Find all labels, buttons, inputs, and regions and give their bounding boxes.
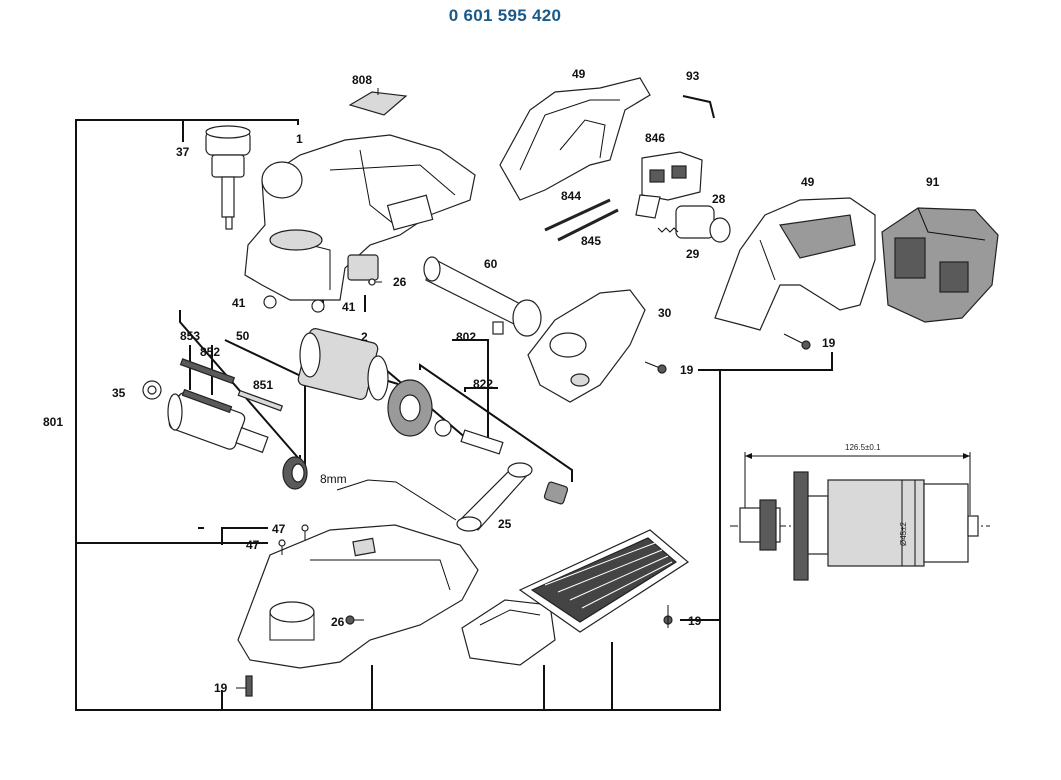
label-801: 801 [43,415,63,429]
part-41-nut-a [263,295,277,309]
part-base-housing [237,524,479,669]
label-47-a: 47 [272,522,286,536]
label-19-c: 19 [214,681,228,695]
part-49-upper-cover [499,77,651,201]
label-808: 808 [352,73,372,87]
label-35: 35 [112,386,126,400]
part-19-screw-d [663,605,673,628]
part-35-bearing [142,380,162,400]
part-37-depth-knob [205,125,251,230]
part-49-handle [714,197,876,331]
label-25: 25 [498,517,512,531]
part-41-nut-b [311,299,325,313]
part-2-motor [297,328,399,401]
label-93: 93 [686,69,700,83]
part-sole-plate [518,529,690,633]
part-845-wire [557,208,619,242]
label-60: 60 [484,257,498,271]
part-8mm-pulley [282,456,308,490]
part-853-blade [179,358,236,385]
belt-guide-line [336,479,457,521]
label-844: 844 [561,189,581,203]
part-fan [387,379,433,437]
label-26-b: 26 [331,615,345,629]
label-30: 30 [658,306,672,320]
motor-detail-drawing [730,452,990,581]
label-19-a: 19 [822,336,836,350]
label-47-b: 47 [246,538,260,552]
part-50-cutter-drum [167,392,269,454]
label-802: 802 [456,330,476,344]
part-base-clip [461,599,556,666]
part-822-shaft [434,419,569,505]
label-91: 91 [926,175,940,189]
label-50: 50 [236,329,250,343]
part-808-label [348,88,408,116]
label-49-handle: 49 [801,175,815,189]
dimension-diameter: Ø45±2 [899,521,908,546]
label-19-d: 19 [688,614,702,628]
part-846-switch [635,151,703,219]
label-19-b: 19 [680,363,694,377]
label-26-a: 26 [393,275,407,289]
label-2: 2 [361,330,368,344]
part-91-battery [881,207,999,323]
label-41-a: 41 [232,296,246,310]
part-30-fan-cover [527,289,646,403]
part-47-screw-b [278,539,286,555]
label-28: 28 [712,192,726,206]
label-822: 822 [473,377,493,391]
label-845: 845 [581,234,601,248]
part-25-belt [456,462,533,532]
label-8mm: 8mm [320,472,347,486]
part-47-screw-a [301,524,309,540]
part-29-spring [657,227,679,233]
label-853: 853 [180,329,200,343]
label-37: 37 [176,145,190,159]
diagram-title: 0 601 595 420 [448,6,562,25]
part-844-wire [544,198,611,232]
dimension-length: 126.5±0.1 [845,443,881,452]
part-19-screw-a [783,333,811,350]
part-26-screw-b [345,615,364,625]
part-93-hex-key [682,95,715,119]
label-1: 1 [296,132,303,146]
label-49-cover: 49 [572,67,586,81]
part-60-tube [423,256,542,337]
label-851: 851 [253,378,273,392]
label-41-b: 41 [342,300,356,314]
label-29: 29 [686,247,700,261]
part-851-plate [237,389,284,412]
label-846: 846 [645,131,665,145]
part-852-blade [181,388,233,414]
part-19-screw-c [236,675,253,697]
part-28-connector [675,205,731,243]
label-852: 852 [200,345,220,359]
part-19-screw-b [644,361,667,374]
part-26-screw-a [368,278,382,286]
part-1-housing [244,134,476,301]
